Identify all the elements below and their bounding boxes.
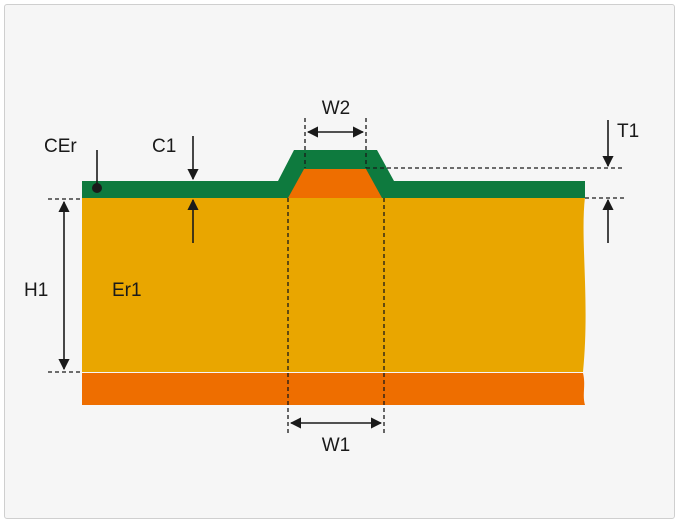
h1-label: H1	[24, 280, 48, 301]
c1-label: C1	[152, 136, 176, 157]
w1-label: W1	[322, 435, 351, 456]
er1-label: Er1	[112, 280, 142, 301]
t1-label: T1	[617, 121, 639, 142]
trace-conductor	[288, 169, 382, 198]
cer-leader-dot	[92, 183, 102, 193]
w2-label: W2	[322, 98, 351, 119]
substrate-er1	[82, 197, 586, 372]
ground-plane	[82, 373, 585, 405]
cer-label: CEr	[44, 136, 77, 157]
